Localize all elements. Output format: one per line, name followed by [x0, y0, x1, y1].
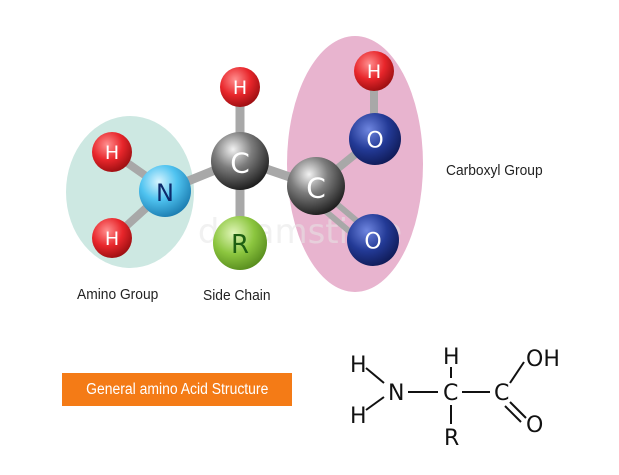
svg-text:C: C: [230, 147, 250, 180]
svg-text:H: H: [105, 142, 119, 164]
svg-text:O: O: [366, 129, 383, 154]
svg-text:H: H: [233, 77, 247, 99]
general-structure-banner: General amino Acid Structure: [62, 373, 292, 406]
o-atom-double: O: [347, 214, 399, 266]
amino-group-label: Amino Group: [77, 286, 159, 303]
o-atom-hydroxyl: O: [349, 113, 401, 165]
formula-c-carboxyl: C: [494, 381, 509, 406]
n-atom: N: [139, 165, 191, 217]
svg-text:N: N: [156, 179, 174, 207]
formula-o: O: [526, 413, 543, 438]
h-atom-hydroxyl: H: [354, 51, 394, 91]
svg-text:R: R: [231, 230, 249, 260]
formula-h-top: H: [443, 345, 460, 370]
side-chain-label: Side Chain: [203, 287, 271, 304]
h-atom-amino-top: H: [92, 132, 132, 172]
formula-n: N: [388, 381, 404, 406]
c-atom-alpha: C: [211, 132, 269, 190]
h-atom-alpha: H: [220, 67, 260, 107]
formula-oh: OH: [526, 347, 560, 372]
svg-text:H: H: [105, 228, 119, 250]
formula-r: R: [444, 426, 459, 451]
formula-bonds: [365, 361, 527, 424]
formula-h-upper-left: H: [350, 353, 367, 378]
formula-c-alpha: C: [443, 381, 458, 406]
svg-text:H: H: [367, 61, 381, 83]
h-atom-amino-bottom: H: [92, 218, 132, 258]
carboxyl-group-label: Carboxyl Group: [446, 162, 543, 179]
atoms: H H H H N R O O: [92, 51, 401, 270]
svg-text:C: C: [306, 172, 326, 205]
banner-text: General amino Acid Structure: [85, 380, 269, 398]
c-atom-carboxyl: C: [287, 157, 345, 215]
svg-text:O: O: [364, 230, 381, 255]
formula-h-lower-left: H: [350, 404, 367, 429]
r-side-chain: R: [213, 216, 267, 270]
structural-formula: H H N H C R C OH O: [350, 345, 560, 451]
